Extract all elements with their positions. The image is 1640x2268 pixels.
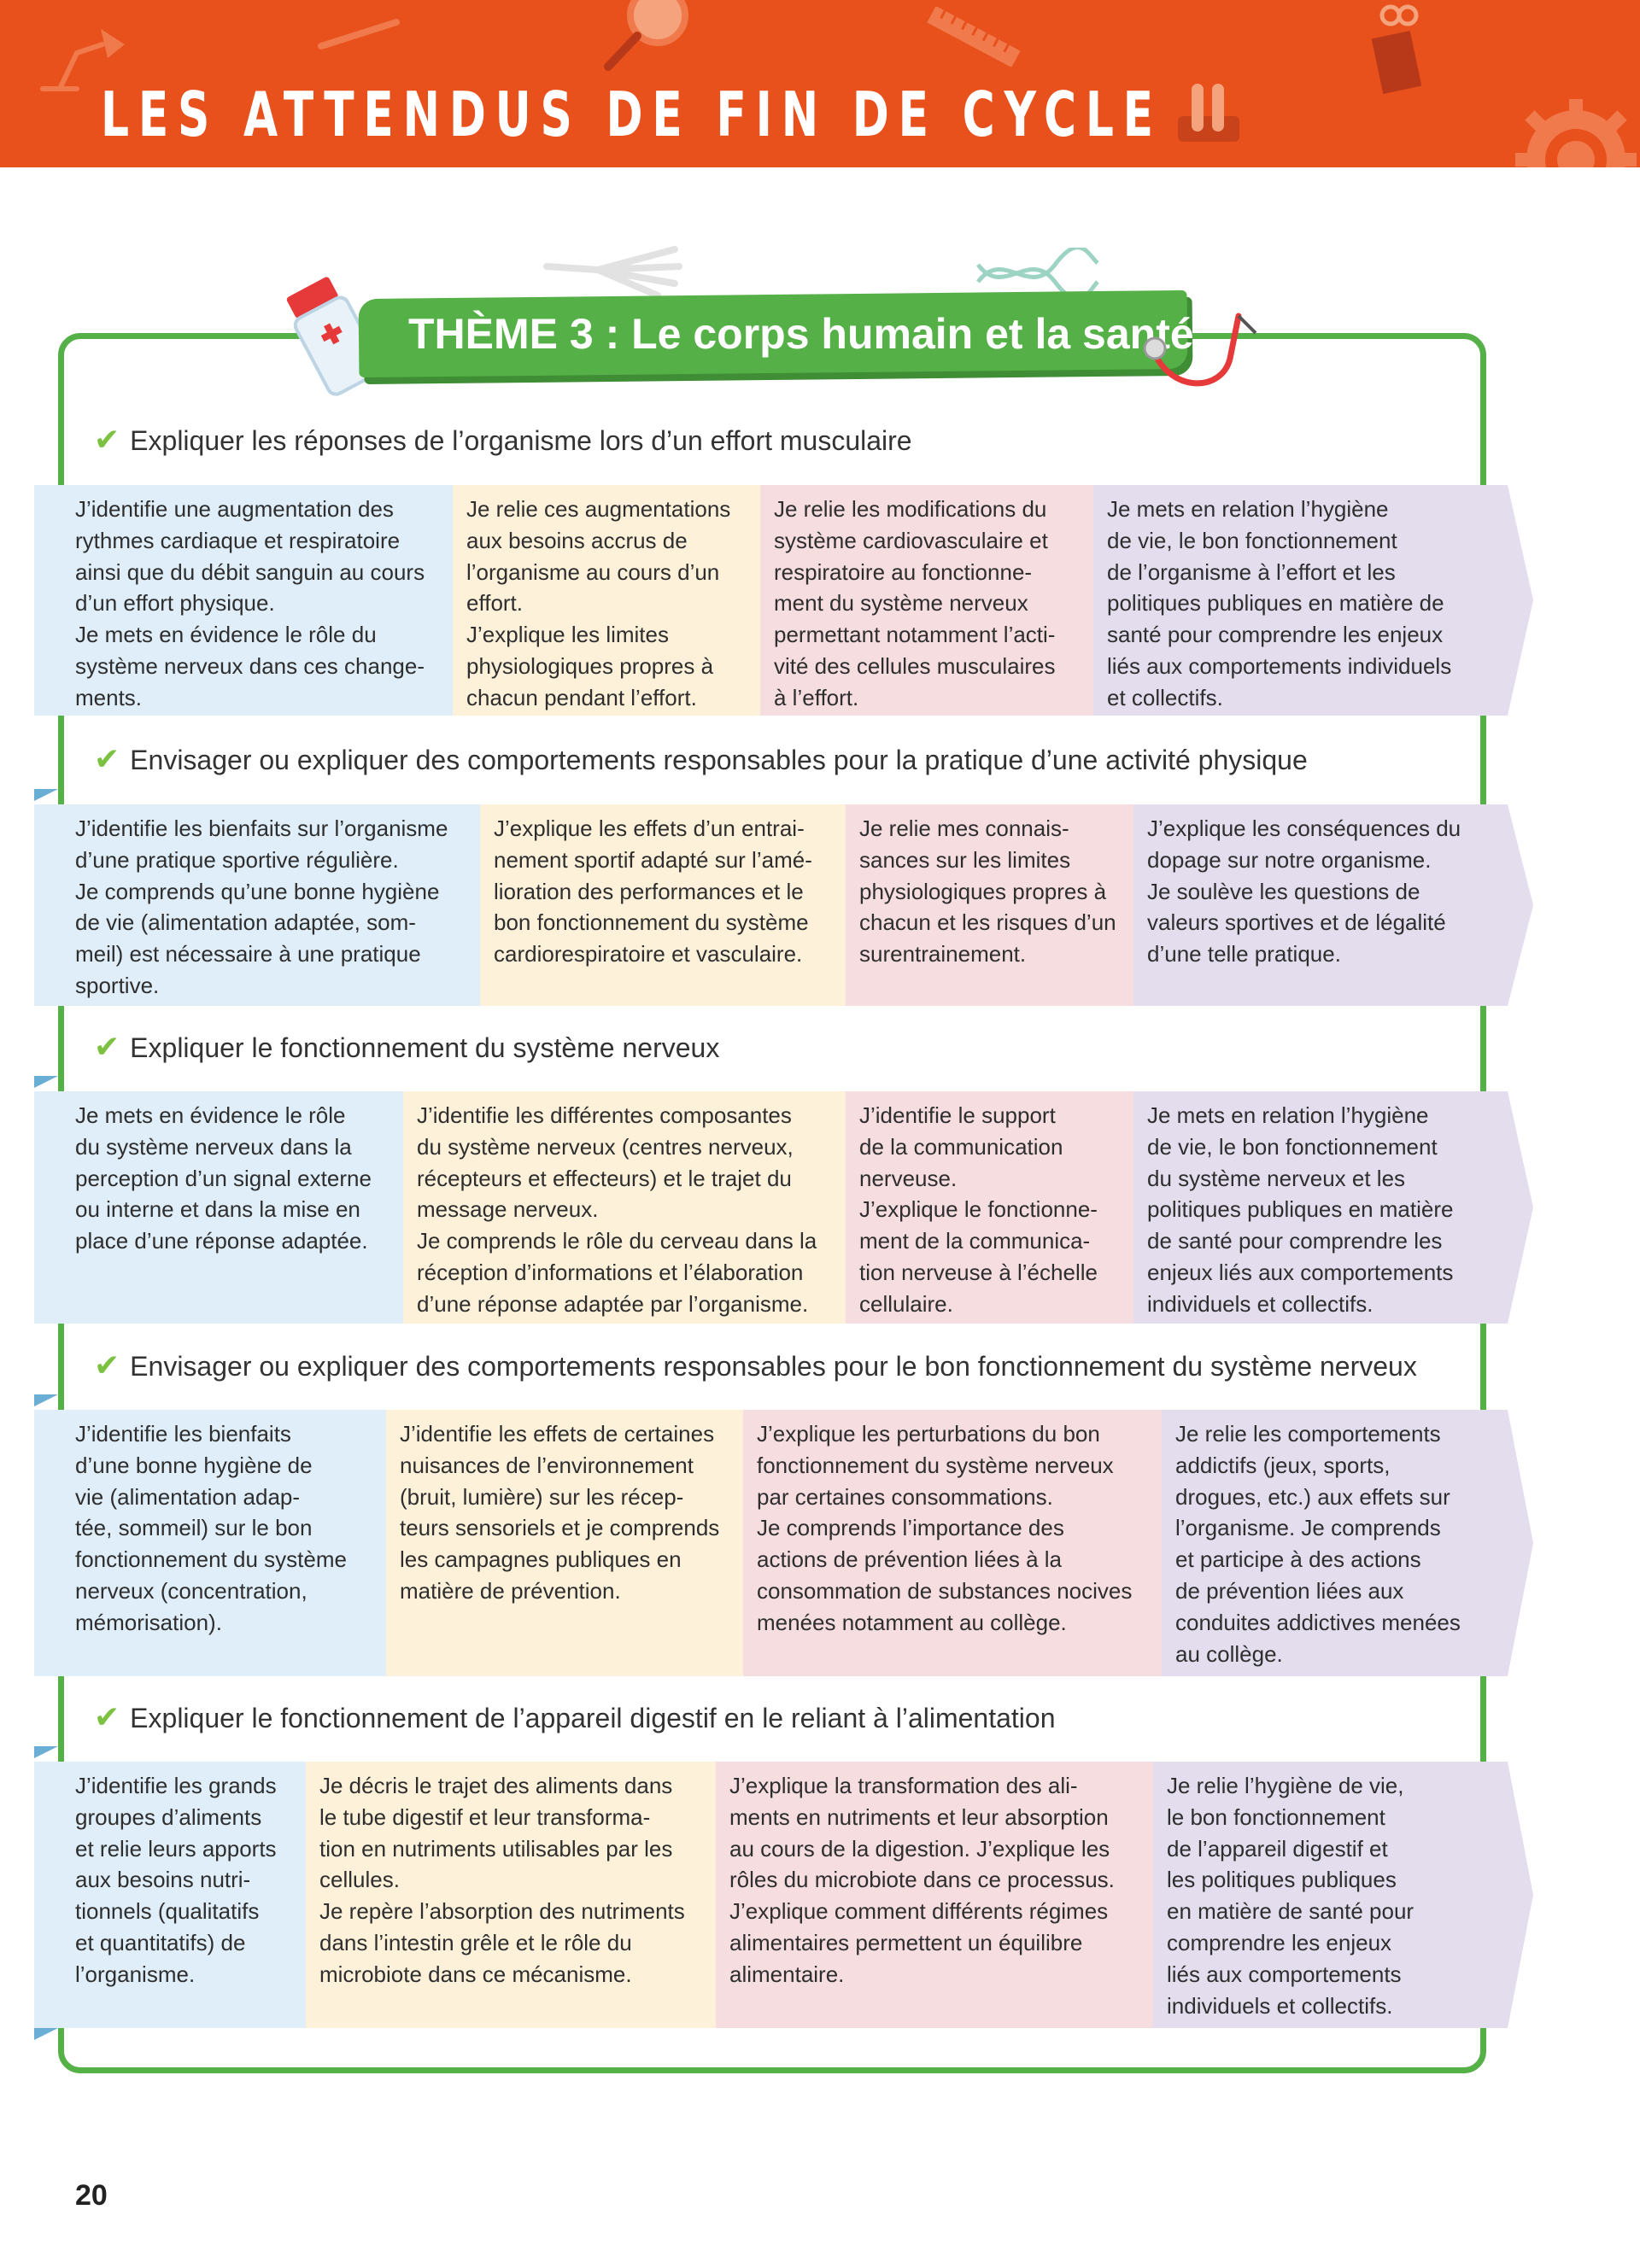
level-cell-4: Je mets en relation l’hygiène de vie, le… bbox=[1093, 485, 1533, 716]
level-cell-2: J’identifie les différentes composantes … bbox=[403, 1091, 846, 1324]
ruler-icon bbox=[927, 7, 1021, 67]
level-cell-4: Je relie les comportements addictifs (je… bbox=[1162, 1410, 1533, 1676]
pencil-cup-icon bbox=[1371, 4, 1422, 94]
section-heading: ✔ Expliquer le fonctionnement de l’appare… bbox=[94, 1699, 1069, 1735]
check-icon: ✔ bbox=[94, 422, 120, 457]
level-cell-1: J’identifie les bienfaits sur l’organism… bbox=[34, 804, 480, 1006]
section-heading-text: Expliquer les réponses de l’organisme lo… bbox=[130, 425, 912, 456]
header-banner: LES ATTENDUS DE FIN DE CYCLE bbox=[0, 0, 1640, 167]
level-cell-3: Je relie mes connais- sances sur les lim… bbox=[846, 804, 1133, 1006]
level-cell-1: J’identifie une augmentation des rythmes… bbox=[34, 485, 453, 716]
level-cell-4: Je relie l’hygiène de vie, le bon foncti… bbox=[1153, 1762, 1533, 2028]
competency-row: J’identifie une augmentation des rythmes… bbox=[34, 485, 1533, 716]
section-heading-text: Expliquer le fonctionnement de l’apparei… bbox=[130, 1703, 1056, 1733]
test-tubes-icon bbox=[1178, 84, 1239, 142]
row-tab bbox=[34, 1394, 58, 1406]
level-cell-2: J’identifie les effets de certaines nuis… bbox=[386, 1410, 743, 1676]
page-number: 20 bbox=[75, 2179, 108, 2212]
competency-row: J’identifie les grands groupes d’aliment… bbox=[34, 1762, 1533, 2028]
row-tab bbox=[34, 789, 58, 801]
section-heading: ✔ Envisager ou expliquer des comportement… bbox=[94, 1347, 1431, 1383]
section-heading: ✔ Envisager ou expliquer des comportement… bbox=[94, 741, 1321, 777]
level-cell-2: Je décris le trajet des aliments dans le… bbox=[306, 1762, 716, 2028]
gear-icon bbox=[1515, 99, 1637, 167]
banner-title: LES ATTENDUS DE FIN DE CYCLE bbox=[101, 79, 1163, 150]
magnifier-icon bbox=[604, 0, 688, 71]
competency-row: J’identifie les bienfaits sur l’organism… bbox=[34, 804, 1533, 1006]
level-cell-2: Je relie ces augmentations aux besoins a… bbox=[453, 485, 760, 716]
check-icon: ✔ bbox=[94, 1699, 120, 1734]
check-icon: ✔ bbox=[94, 1029, 120, 1064]
section-heading-text: Envisager ou expliquer des comportements… bbox=[130, 745, 1308, 775]
check-icon: ✔ bbox=[94, 741, 120, 776]
check-icon: ✔ bbox=[94, 1347, 120, 1382]
row-tab bbox=[34, 1746, 58, 1758]
level-cell-4: Je mets en relation l’hygiène de vie, le… bbox=[1133, 1091, 1533, 1324]
stethoscope-icon bbox=[1143, 313, 1257, 387]
competency-row: Je mets en évidence le rôle du système n… bbox=[34, 1091, 1533, 1324]
section-heading: ✔ Expliquer les réponses de l’organisme l… bbox=[94, 422, 926, 458]
row-tab bbox=[34, 2028, 58, 2040]
skeleton-hand-icon bbox=[543, 246, 682, 299]
level-cell-2: J’explique les effets d’un entrai- nemen… bbox=[480, 804, 846, 1006]
section-heading: ✔ Expliquer le fonctionnement du système … bbox=[94, 1029, 734, 1065]
level-cell-1: J’identifie les bienfaits d’une bonne hy… bbox=[34, 1410, 386, 1676]
theme-title: THÈME 3 : Le corps humain et la santé bbox=[408, 310, 1194, 358]
lamp-icon bbox=[40, 29, 125, 91]
competency-row: J’identifie les bienfaits d’une bonne hy… bbox=[34, 1410, 1533, 1676]
section-heading-text: Expliquer le fonctionnement du système n… bbox=[130, 1032, 720, 1063]
level-cell-1: J’identifie les grands groupes d’aliment… bbox=[34, 1762, 306, 2028]
pencil-icon bbox=[318, 19, 400, 50]
level-cell-3: Je relie les modifications du système ca… bbox=[760, 485, 1093, 716]
row-tab bbox=[34, 1076, 58, 1088]
level-cell-3: J’identifie le support de la communicati… bbox=[846, 1091, 1133, 1324]
level-cell-4: J’explique les conséquences du dopage su… bbox=[1133, 804, 1533, 1006]
section-heading-text: Envisager ou expliquer des comportements… bbox=[130, 1351, 1417, 1382]
level-cell-3: J’explique la transformation des ali- me… bbox=[716, 1762, 1153, 2028]
level-cell-1: Je mets en évidence le rôle du système n… bbox=[34, 1091, 403, 1324]
level-cell-3: J’explique les perturbations du bon fonc… bbox=[743, 1410, 1162, 1676]
